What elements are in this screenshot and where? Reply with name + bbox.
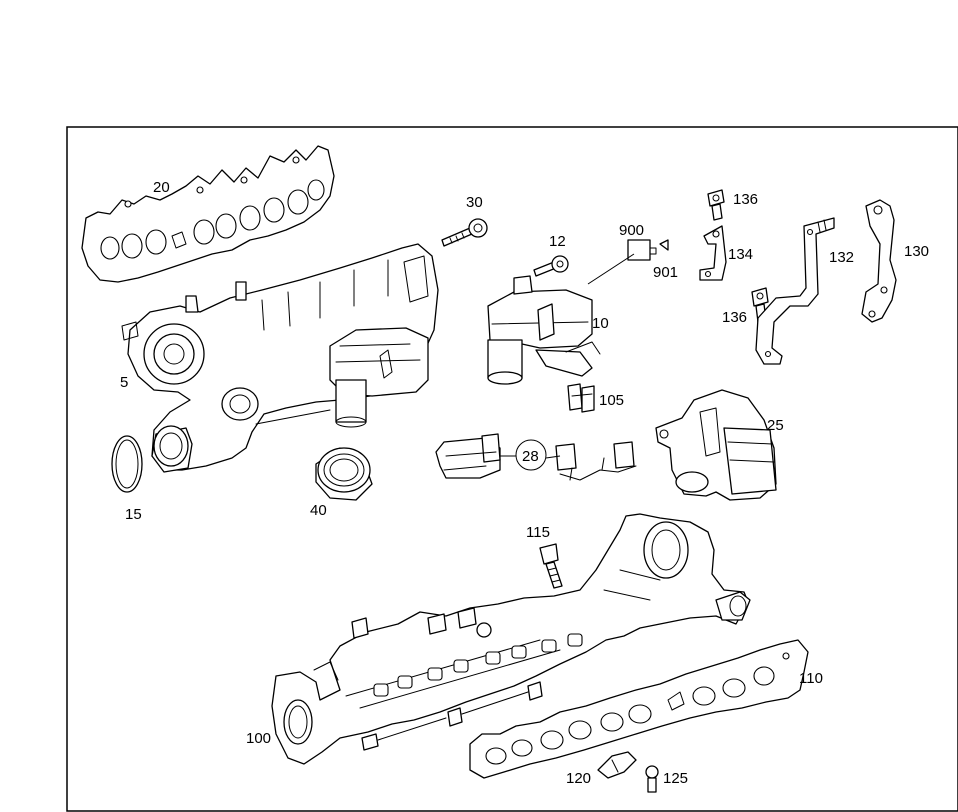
clip-105 — [567, 383, 595, 413]
callout-105: 105 — [599, 392, 624, 409]
callout-40: 40 — [310, 502, 327, 519]
leader-lines — [500, 253, 635, 459]
bolt-115 — [539, 543, 563, 589]
callout-900: 900 — [619, 222, 644, 239]
callout-12: 12 — [549, 233, 566, 250]
wiring-clip-28 — [435, 433, 637, 481]
lower-manifold-100 — [271, 513, 751, 765]
bracket-132 — [755, 217, 835, 365]
callout-100: 100 — [246, 730, 271, 747]
callout-134: 134 — [728, 246, 753, 263]
callout-10: 10 — [592, 315, 609, 332]
callout-115: 115 — [526, 524, 550, 541]
bolt-136-top — [707, 189, 725, 221]
callout-901: 901 — [653, 264, 678, 281]
diagram-frame — [66, 126, 958, 812]
callout-136-lower: 136 — [722, 309, 747, 326]
bolt-12 — [533, 255, 569, 277]
bracket-120 — [597, 751, 637, 779]
o-ring-15 — [111, 435, 143, 493]
gasket-110 — [469, 639, 809, 779]
bracket-134 — [699, 225, 727, 281]
seal-sleeve-40 — [315, 447, 373, 501]
callout-5: 5 — [120, 374, 128, 391]
callout-125: 125 — [663, 770, 688, 787]
callout-136-top: 136 — [733, 191, 758, 208]
gasket-20 — [81, 145, 335, 283]
bolt-125 — [645, 765, 659, 793]
intake-manifold-5 — [121, 243, 439, 473]
callout-15: 15 — [125, 506, 142, 523]
callout-20: 20 — [153, 179, 170, 196]
callout-28: 28 — [522, 448, 539, 465]
callout-130: 130 — [904, 243, 929, 260]
actuator-10 — [487, 275, 601, 385]
callout-30: 30 — [466, 194, 483, 211]
pin-901 — [659, 239, 669, 251]
bracket-130 — [861, 199, 897, 323]
callout-120: 120 — [566, 770, 591, 787]
callout-28-circle — [515, 439, 547, 471]
bolt-30 — [441, 218, 488, 247]
callout-110: 110 — [799, 670, 823, 687]
callout-132: 132 — [829, 249, 854, 266]
callout-25: 25 — [767, 417, 784, 434]
egr-valve-25 — [655, 389, 777, 501]
connector-900 — [627, 239, 657, 261]
